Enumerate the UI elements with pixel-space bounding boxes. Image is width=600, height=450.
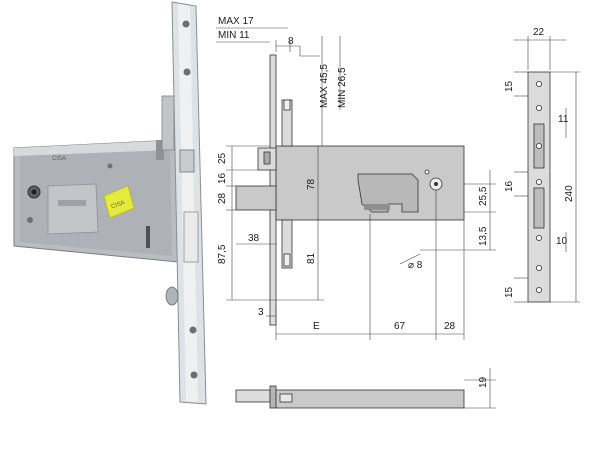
forend-side-view — [527, 71, 551, 303]
dim-28-bottom: 28 — [444, 321, 456, 332]
dim-max-45-5: MAX 45,5 — [319, 64, 330, 108]
yellow-sticker — [103, 185, 135, 219]
dim-diameter-8: ⌀ 8 — [408, 260, 423, 271]
dim-15-bottom: 15 — [504, 286, 515, 298]
dim-min-26-5: MIN 26,5 — [337, 67, 348, 108]
front-view-dimension-lines — [216, 27, 496, 340]
dim-11: 11 — [558, 114, 569, 125]
dim-19: 19 — [478, 376, 489, 388]
case-label: CISA — [52, 156, 66, 162]
dim-38: 38 — [248, 233, 260, 244]
dim-25: 25 — [217, 152, 228, 164]
dim-13-5: 13,5 — [478, 226, 489, 246]
dim-16-side: 16 — [504, 180, 515, 192]
top-view-dimension-lines — [464, 368, 496, 409]
dim-e: E — [313, 321, 320, 332]
dim-67: 67 — [394, 321, 406, 332]
top-view — [235, 385, 465, 409]
side-view-dimension-lines — [514, 36, 580, 303]
dim-78: 78 — [306, 178, 317, 190]
dim-87-5: 87,5 — [217, 244, 228, 264]
dim-min-11: MIN 11 — [218, 30, 250, 41]
dim-16: 16 — [217, 172, 228, 184]
dim-15-top: 15 — [504, 80, 515, 92]
dim-3: 3 — [258, 307, 264, 318]
dim-max-17: MAX 17 — [218, 16, 254, 27]
dim-25-5: 25,5 — [478, 186, 489, 206]
dim-28: 28 — [217, 192, 228, 204]
dim-81: 81 — [306, 252, 317, 264]
dim-240: 240 — [564, 185, 575, 202]
dim-10: 10 — [556, 236, 568, 247]
sticker-text: CISA — [110, 200, 125, 210]
lock-photo: CISA CISA — [13, 1, 207, 405]
front-view-drawing — [235, 54, 465, 326]
dim-22: 22 — [533, 27, 545, 38]
dim-8-top: 8 — [288, 36, 294, 47]
